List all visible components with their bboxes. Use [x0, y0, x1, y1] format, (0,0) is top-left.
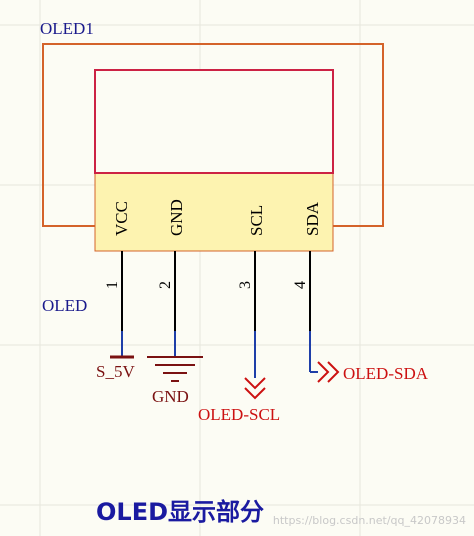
- pin-number-2: 2: [157, 281, 174, 289]
- ground-symbol: [147, 356, 203, 382]
- pin-name-vcc: VCC: [112, 201, 131, 236]
- net-label-scl: OLED-SCL: [198, 405, 280, 424]
- power-net-label: S_5V: [96, 362, 135, 381]
- power-port-5v: S_5V: [96, 355, 135, 381]
- module-outline: [42, 43, 384, 227]
- watermark: https://blog.csdn.net/qq_42078934: [273, 514, 466, 527]
- pin-name-scl: SCL: [247, 205, 266, 236]
- component-comment: OLED: [42, 296, 87, 315]
- display-window: [94, 69, 334, 174]
- pin-number-3: 3: [237, 281, 254, 289]
- net-label-sda: OLED-SDA: [343, 364, 429, 383]
- port-sda: [317, 361, 340, 383]
- pin-name-gnd: GND: [167, 199, 186, 236]
- ground-net-label: GND: [152, 387, 189, 406]
- pin-number-4: 4: [292, 281, 309, 289]
- component-body: [94, 172, 334, 252]
- section-caption: OLED显示部分: [96, 498, 264, 526]
- port-scl: [244, 377, 266, 400]
- designator-label: OLED1: [40, 19, 94, 38]
- pin-name-sda: SDA: [303, 201, 322, 236]
- pin-number-1: 1: [104, 281, 121, 289]
